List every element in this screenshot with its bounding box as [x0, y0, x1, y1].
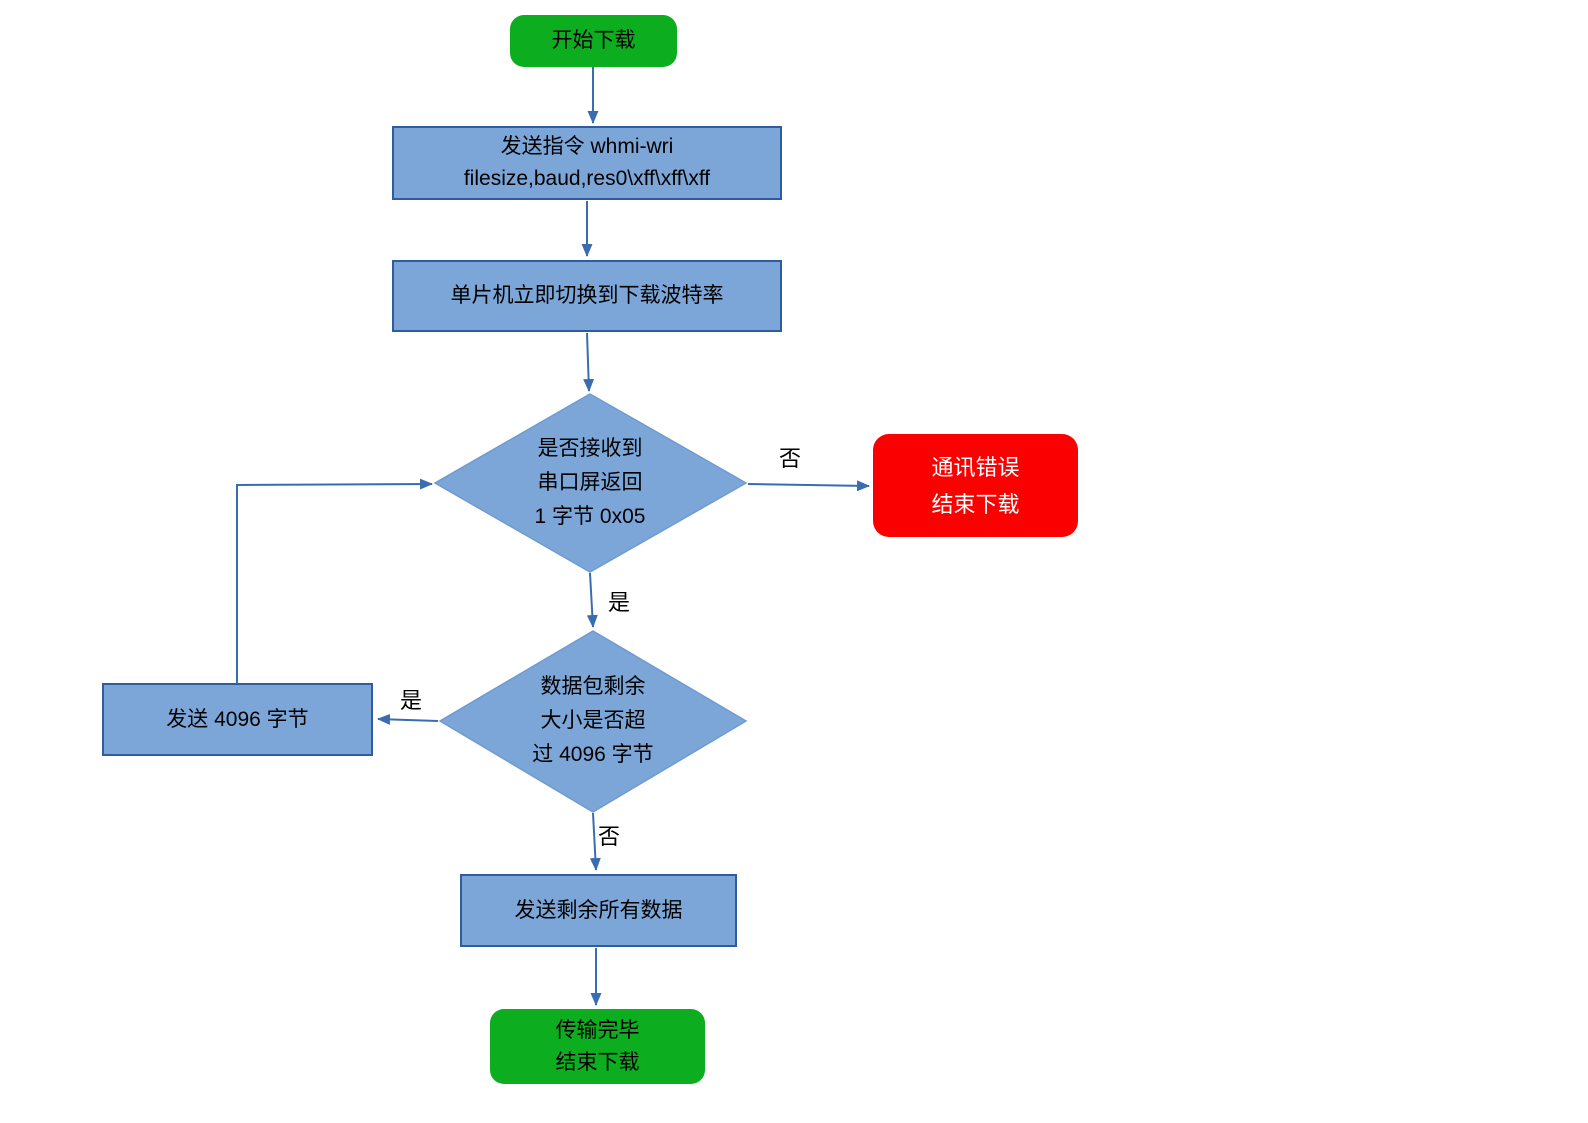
edge-check-size-no-to-send-remaining: [589, 812, 601, 871]
decision-check-size-line3: 过 4096 字节: [532, 743, 654, 766]
node-end-line1: 传输完毕: [555, 1018, 640, 1042]
node-end: 传输完毕 结束下载: [490, 1009, 705, 1084]
edge-label-received-yes: 是: [608, 590, 631, 615]
edge-check-received-yes-to-check-size: [586, 572, 598, 628]
node-send-4096: 发送 4096 字节: [102, 683, 373, 756]
node-comm-error-line1: 通讯错误: [931, 454, 1020, 480]
decision-check-received-text: 是否接收到 串口屏返回 1 字节 0x05: [460, 430, 720, 536]
decision-check-size-line1: 数据包剩余: [540, 675, 646, 698]
decision-check-received-shape: [433, 393, 748, 573]
node-send-command-line1: 发送指令 whmi-wri: [500, 135, 674, 158]
edge-check-size-yes-to-send-4096: [377, 713, 439, 725]
edge-switch-baud-to-check-received: [583, 332, 595, 392]
node-send-remaining: 发送剩余所有数据: [460, 874, 737, 947]
decision-check-size-line2: 大小是否超: [540, 709, 646, 732]
node-comm-error-line2: 结束下载: [931, 491, 1020, 517]
node-start-label: 开始下载: [551, 29, 636, 52]
node-send-remaining-label: 发送剩余所有数据: [514, 898, 683, 922]
edge-label-received-no: 否: [779, 446, 802, 471]
decision-check-received-line3: 1 字节 0x05: [534, 505, 646, 528]
edge-label-size-yes: 是: [400, 688, 423, 713]
edge-send-4096-loop-to-check-received: [236, 478, 433, 683]
decision-check-received-line1: 是否接收到: [537, 437, 643, 460]
node-end-line2: 结束下载: [555, 1050, 640, 1074]
edge-check-received-no-to-error: [747, 480, 870, 492]
node-start: 开始下载: [510, 15, 677, 67]
edge-label-size-no: 否: [598, 824, 621, 849]
node-switch-baud: 单片机立即切换到下载波特率: [392, 260, 782, 332]
decision-check-received-line2: 串口屏返回: [537, 471, 643, 494]
node-comm-error: 通讯错误 结束下载: [873, 434, 1078, 537]
node-send-command-line2: filesize,baud,res0\xff\xff\xff: [463, 167, 711, 190]
node-send-command: 发送指令 whmi-wri filesize,baud,res0\xff\xff…: [392, 126, 782, 200]
decision-check-size-text: 数据包剩余 大小是否超 过 4096 字节: [463, 668, 723, 774]
decision-check-size-shape: [438, 630, 748, 813]
node-send-4096-label: 发送 4096 字节: [166, 707, 309, 731]
node-switch-baud-label: 单片机立即切换到下载波特率: [450, 284, 724, 307]
